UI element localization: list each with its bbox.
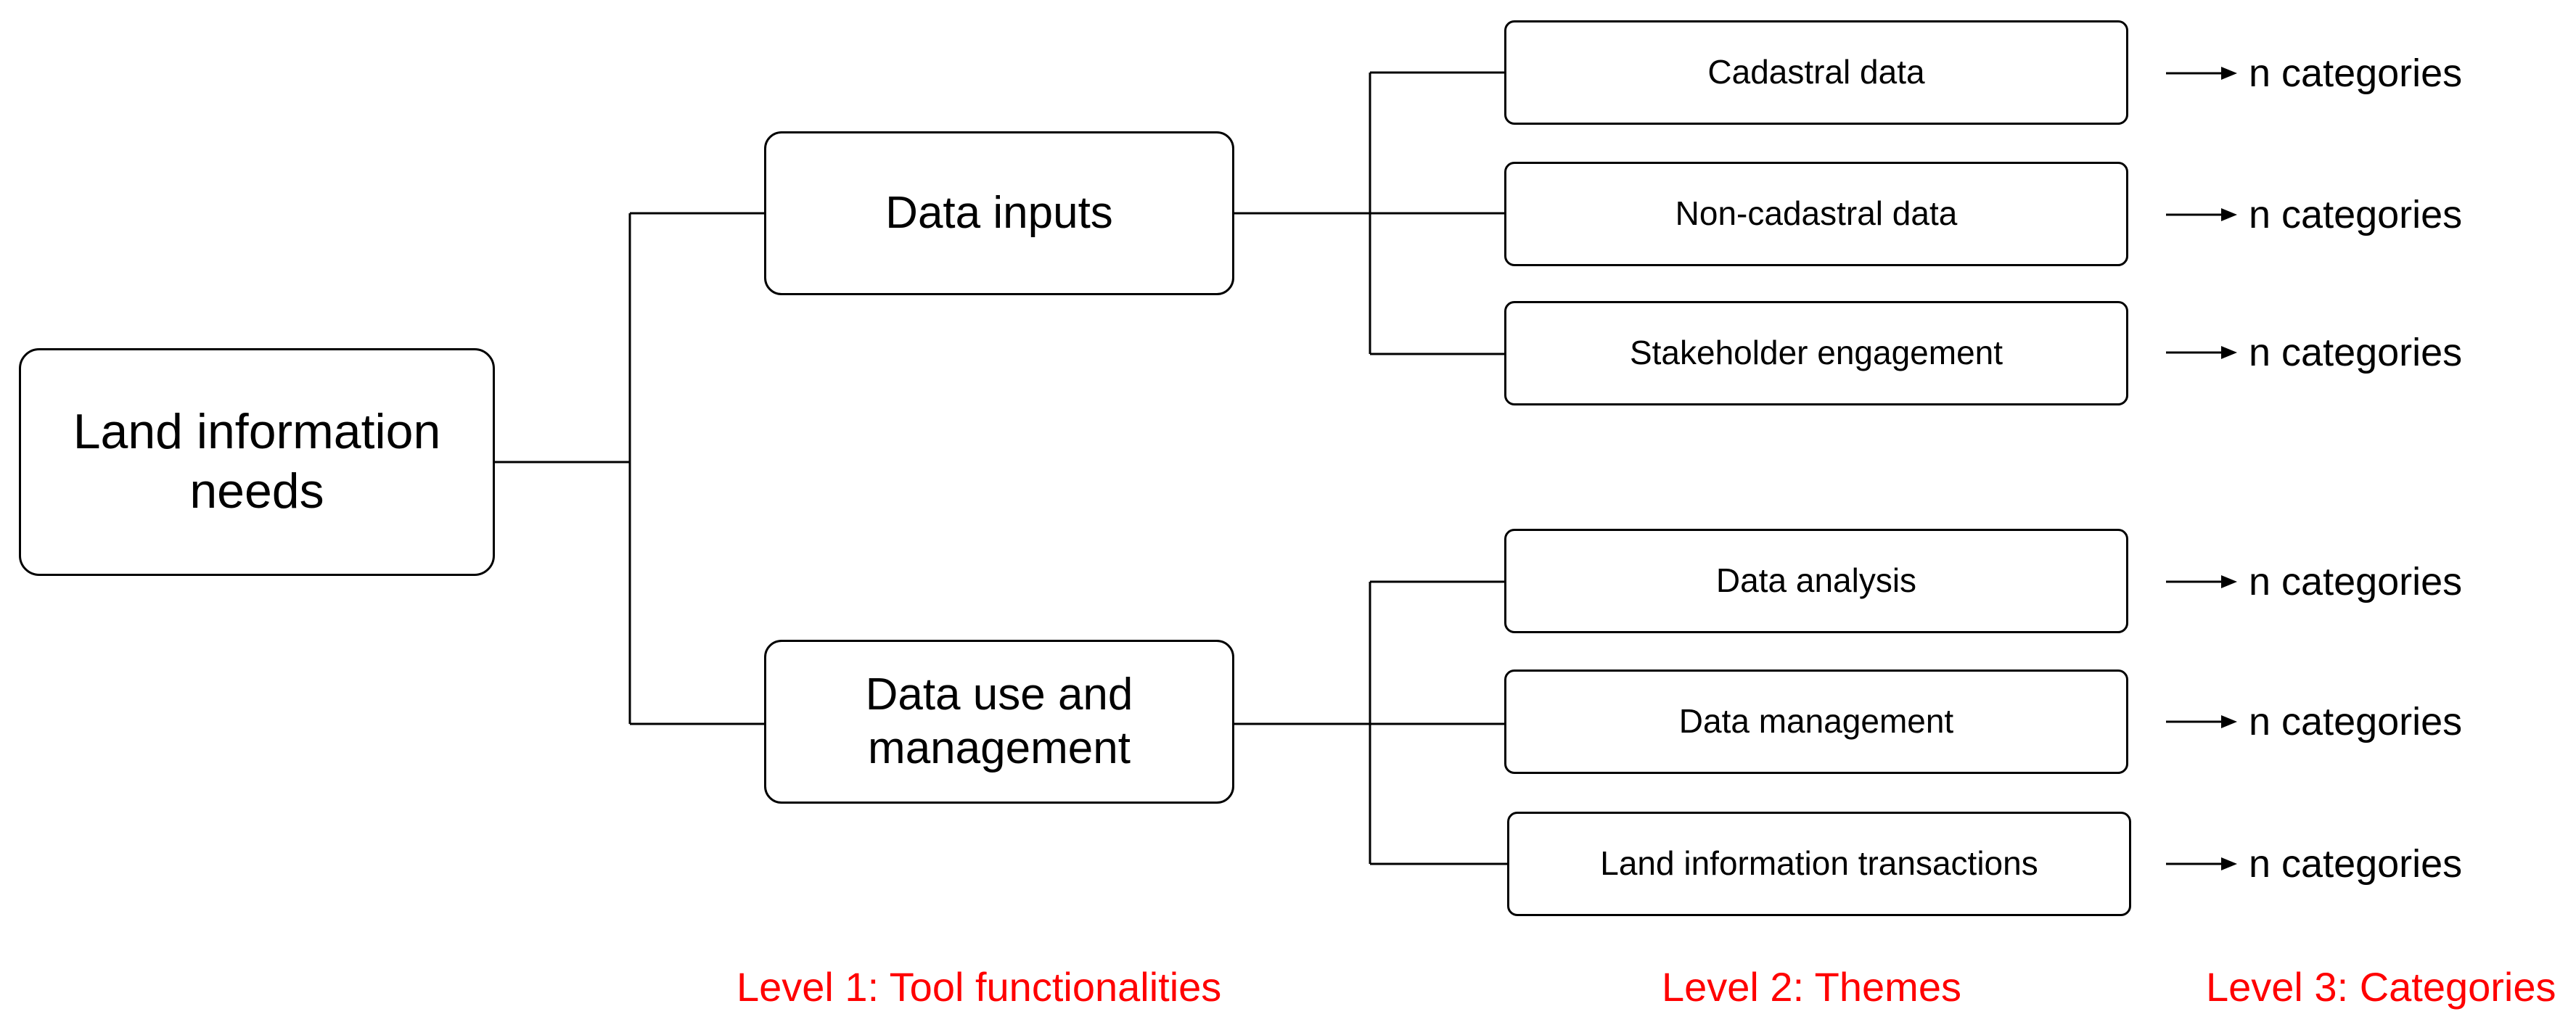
category-label: n categories	[2249, 331, 2463, 374]
arrow-right-icon	[2166, 575, 2237, 588]
category-item: n categories	[2166, 553, 2462, 611]
root-node-land-information-needs: Land information needs	[19, 348, 495, 576]
category-item: n categories	[2166, 835, 2462, 893]
arrow-right-icon	[2166, 857, 2237, 870]
level-2-label: Level 2: Themes	[1662, 964, 1961, 1010]
connector-data-use-to-themes	[1234, 580, 1507, 865]
arrow-right-icon	[2166, 208, 2237, 221]
theme-node-cadastral-data: Cadastral data	[1504, 20, 2128, 125]
functionality-node-data-inputs: Data inputs	[764, 131, 1234, 295]
category-label: n categories	[2249, 560, 2463, 603]
arrow-right-icon	[2166, 715, 2237, 728]
category-label: n categories	[2249, 700, 2463, 743]
category-label: n categories	[2249, 52, 2463, 95]
theme-node-non-cadastral-data: Non-cadastral data	[1504, 162, 2128, 266]
connector-root-to-level1	[495, 212, 764, 725]
level-3-label: Level 3: Categories	[2206, 964, 2556, 1010]
arrow-right-icon	[2166, 67, 2237, 80]
theme-node-data-management: Data management	[1504, 670, 2128, 774]
functionality-node-data-use-and-management: Data use and management	[764, 640, 1234, 804]
category-item: n categories	[2166, 186, 2462, 244]
level-1-label: Level 1: Tool functionalities	[737, 964, 1222, 1010]
category-label: n categories	[2249, 842, 2463, 886]
category-label: n categories	[2249, 193, 2463, 236]
category-item: n categories	[2166, 693, 2462, 751]
theme-node-stakeholder-engagement: Stakeholder engagement	[1504, 301, 2128, 405]
connector-data-inputs-to-themes	[1234, 71, 1504, 355]
category-item: n categories	[2166, 324, 2462, 382]
arrow-right-icon	[2166, 346, 2237, 359]
theme-node-data-analysis: Data analysis	[1504, 529, 2128, 633]
category-item: n categories	[2166, 44, 2462, 102]
theme-node-land-information-transactions: Land information transactions	[1507, 812, 2131, 916]
